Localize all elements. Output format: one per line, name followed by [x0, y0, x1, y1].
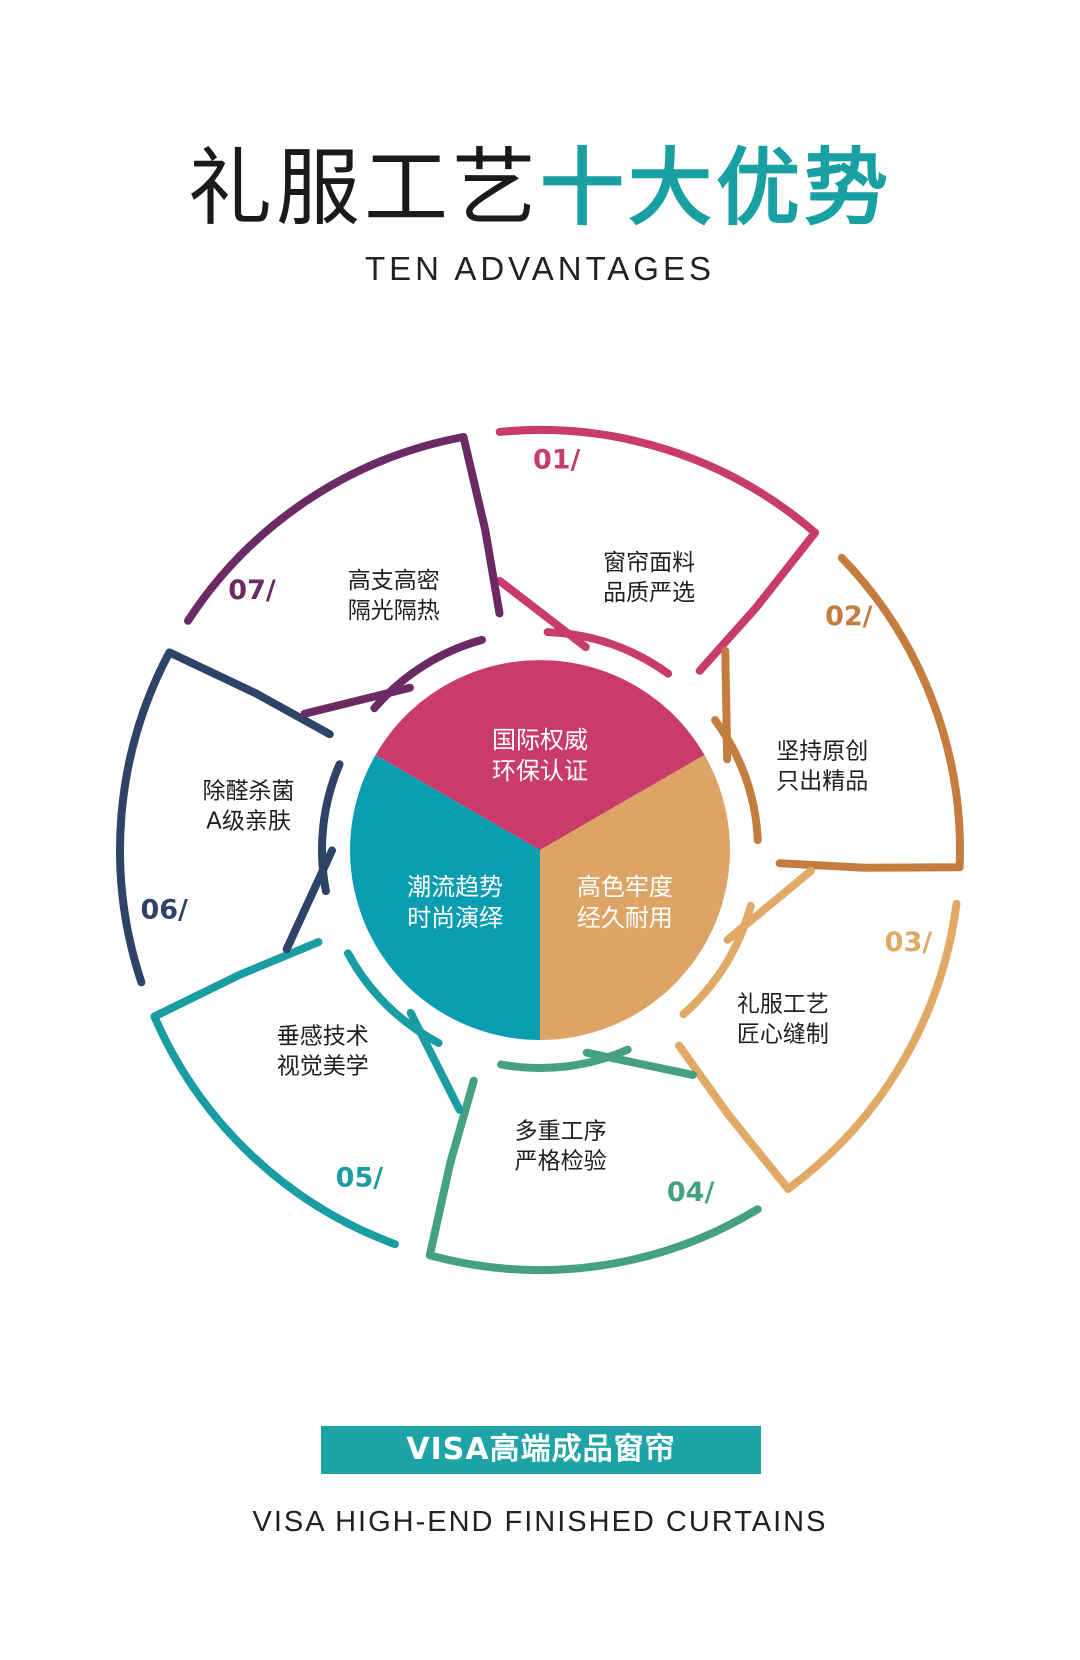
title-part-1: 礼服工艺 [187, 139, 540, 237]
center-slice-line2: 经久耐用 [577, 904, 673, 932]
ring-item-line1: 多重工序 [515, 1118, 607, 1144]
ring-item-line2: 严格检验 [515, 1148, 607, 1174]
ring-item-number: 05/ [336, 1163, 384, 1194]
inner-arc-2 [711, 716, 762, 845]
ring-item-number: 07/ [228, 575, 276, 606]
inner-arc-7 [370, 635, 486, 713]
ring-item-number: 02/ [825, 601, 873, 632]
center-slice-1 [375, 660, 705, 850]
page-title: 礼服工艺十大优势 [0, 138, 1080, 238]
brand-banner: VISA高端成品窗帘 [321, 1426, 761, 1474]
center-slice-line1: 高色牢度 [577, 873, 673, 901]
ring-item-line2: A级亲肤 [206, 809, 291, 835]
ring-item-number: 04/ [667, 1177, 715, 1208]
center-slice-2 [540, 755, 730, 1040]
ring-item-number: 06/ [140, 895, 188, 926]
ring-item-number: 01/ [533, 444, 581, 475]
ring-item-line1: 窗帘面料 [603, 550, 695, 576]
inner-arc-3 [679, 901, 755, 1019]
inner-arc-6 [318, 760, 344, 896]
ring-item-number: 03/ [885, 927, 933, 958]
inner-arc-1 [543, 628, 673, 678]
center-slice-line2: 时尚演绎 [407, 904, 503, 932]
center-pie [350, 660, 730, 1040]
center-slice-line1: 国际权威 [492, 726, 588, 754]
ring-item-line2: 隔光隔热 [348, 598, 440, 624]
ring-item-line2: 品质严选 [603, 580, 695, 606]
ring-item-line1: 礼服工艺 [737, 991, 829, 1017]
ring-item-line1: 高支高密 [348, 568, 440, 594]
inner-arc-4 [497, 1045, 632, 1072]
ring-item-line1: 除醛杀菌 [203, 779, 295, 805]
ring-item-line1: 垂感技术 [277, 1024, 369, 1050]
page-subtitle: TEN ADVANTAGES [364, 250, 715, 287]
ring-item-line1: 坚持原创 [776, 739, 868, 765]
center-slice-3 [350, 755, 540, 1040]
center-slice-line1: 潮流趋势 [407, 873, 503, 901]
ring-item-line2: 只出精品 [776, 769, 868, 795]
inner-arc-5 [344, 949, 443, 1047]
title-part-2: 十大优势 [540, 139, 893, 237]
ring-item-line2: 视觉美学 [277, 1054, 369, 1080]
center-slice-line2: 环保认证 [492, 757, 588, 785]
brand-tagline: VISA HIGH-END FINISHED CURTAINS [252, 1506, 828, 1538]
brand-banner-text: VISA高端成品窗帘 [406, 1432, 676, 1467]
inner-ring-arcs [318, 628, 762, 1072]
ring-item-line2: 匠心缝制 [737, 1021, 829, 1047]
